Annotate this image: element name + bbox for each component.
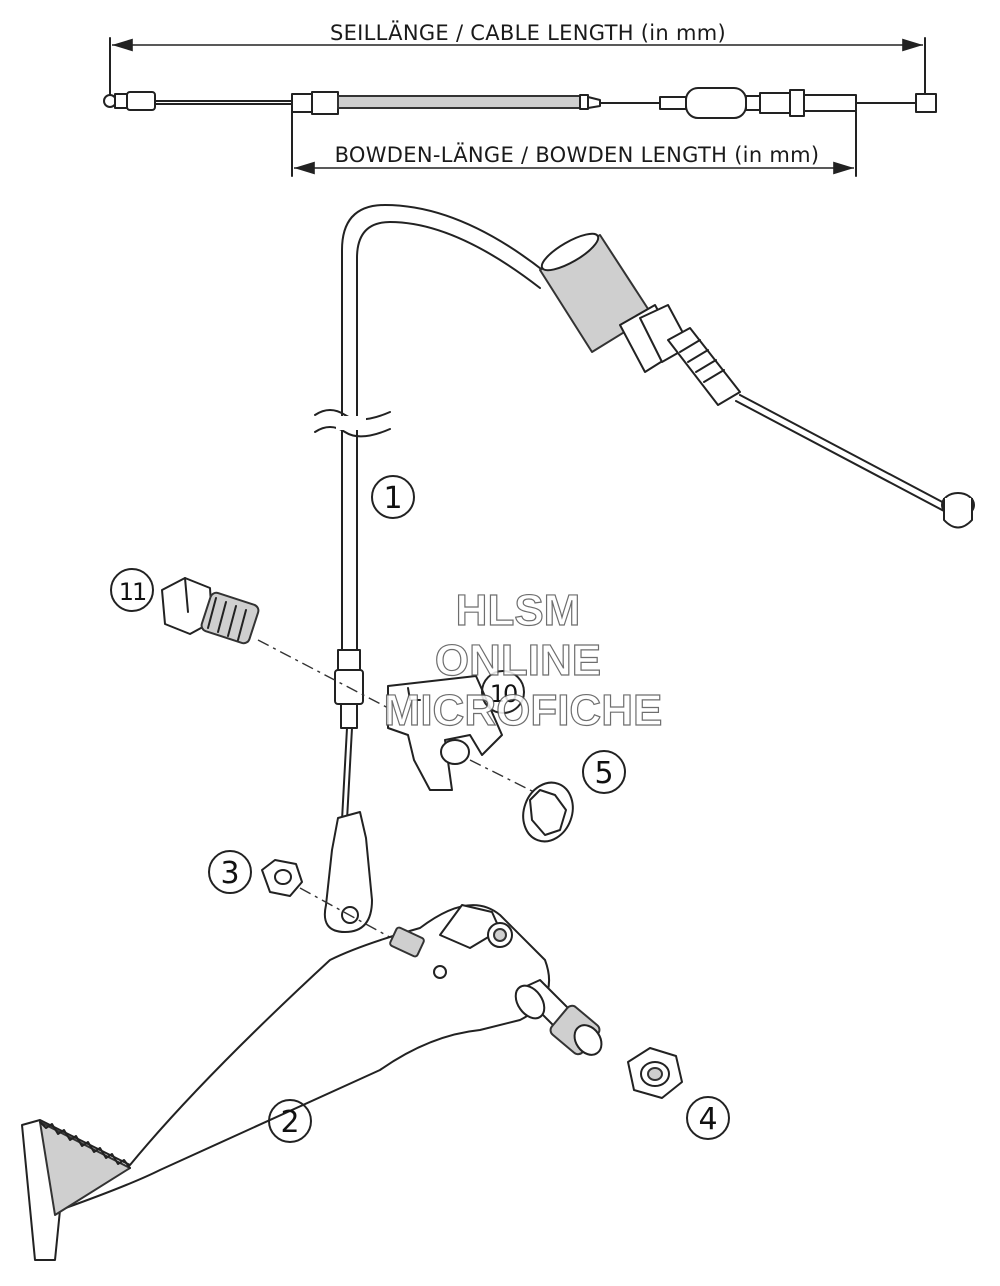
callout-5-label: 5 <box>594 756 613 791</box>
cable-length-dimension: SEILLÄNGE / CABLE LENGTH (in mm) <box>109 20 926 101</box>
callout-1-label: 1 <box>383 481 402 516</box>
callout-3-label: 3 <box>220 856 239 891</box>
bowden-length-label: BOWDEN-LÄNGE / BOWDEN LENGTH (in mm) <box>335 142 820 167</box>
callout-2-label: 2 <box>280 1105 299 1140</box>
nut-small <box>261 859 396 941</box>
watermark: HLSM ONLINE MICROFICHE <box>383 585 663 735</box>
brake-cable <box>314 204 975 933</box>
cable-schematic <box>103 87 937 119</box>
callout-3: 3 <box>208 850 252 894</box>
cable-bracket <box>387 675 541 796</box>
watermark-line1: HLSM <box>456 586 581 635</box>
watermark-line2: ONLINE <box>435 636 601 685</box>
callout-10-label: 10 <box>490 680 517 708</box>
callout-5: 5 <box>582 750 626 794</box>
callout-10: 10 <box>481 670 525 714</box>
lock-washer <box>522 781 574 843</box>
bowden-length-dimension: BOWDEN-LÄNGE / BOWDEN LENGTH (in mm) <box>291 111 857 177</box>
bolt <box>161 577 441 736</box>
callout-4-label: 4 <box>698 1102 717 1137</box>
cable-length-label: SEILLÄNGE / CABLE LENGTH (in mm) <box>330 20 726 45</box>
callout-4: 4 <box>686 1096 730 1140</box>
callout-2: 2 <box>268 1099 312 1143</box>
callout-11-label: 11 <box>119 578 146 606</box>
flange-nut <box>627 1047 683 1099</box>
callout-11: 11 <box>110 568 154 612</box>
brake-pedal <box>21 904 603 1261</box>
callout-1: 1 <box>371 475 415 519</box>
watermark-line3: MICROFICHE <box>384 686 663 735</box>
